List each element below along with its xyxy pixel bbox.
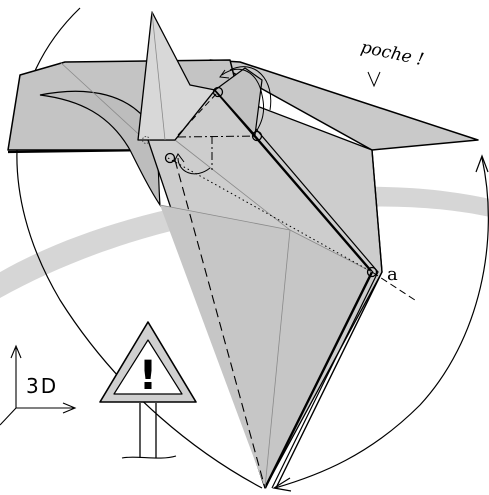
curl-arrow-2 [229, 66, 272, 111]
curved-flap [39, 90, 161, 208]
fin-crease [151, 11, 166, 141]
warning-sign-ground [121, 455, 177, 459]
pocket-pointer [367, 71, 381, 88]
arrowhead-right-top [475, 154, 489, 173]
crease-3 [289, 229, 373, 273]
reference-circle-back [142, 136, 150, 144]
warning-sign: ! [99, 321, 197, 459]
warning-exclamation-icon: ! [139, 353, 157, 399]
crease-2 [159, 204, 291, 231]
view-label-3d: 3D [26, 374, 58, 398]
reference-circle-top [212, 86, 224, 98]
reference-circle-pivot [164, 152, 176, 164]
pocket-flap [214, 67, 263, 137]
right-edge-layer-2 [220, 87, 379, 489]
curl-arrow-1 [221, 68, 265, 133]
long-dashed-line [174, 159, 266, 489]
arrowhead-right-bottom [272, 477, 292, 492]
pocket-label: poche ! [359, 37, 426, 70]
axis-3d-icon [0, 344, 77, 426]
vertical-fin [137, 11, 216, 141]
dashed-beyond-a [371, 271, 419, 303]
right-edge-layer-3 [275, 149, 383, 489]
reference-circle-right [251, 130, 263, 142]
warning-sign-post [139, 403, 157, 458]
rotation-arc-right [274, 157, 489, 489]
warning-triangle-inner [113, 339, 183, 395]
crease-4 [59, 61, 146, 141]
pivot-curl-arrow [177, 157, 211, 175]
curl-arrow-1-head [219, 69, 230, 79]
pivot-curl-arrowhead [173, 153, 185, 163]
body-lower-panel [160, 205, 372, 488]
dashdot-line [177, 135, 259, 138]
dotted-line-to-a [167, 157, 373, 273]
reference-circle-a [366, 266, 378, 278]
point-label-a: a [387, 264, 398, 285]
